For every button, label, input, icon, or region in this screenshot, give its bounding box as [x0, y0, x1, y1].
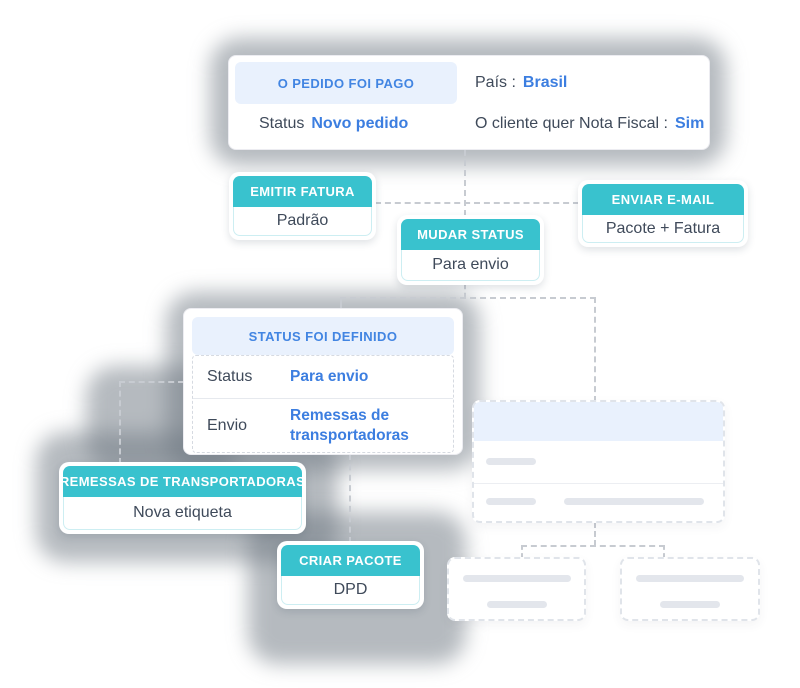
- connector-status-left: [119, 381, 184, 383]
- skeleton-line: [564, 498, 704, 505]
- action-title-emitir-fatura: EMITIR FATURA: [233, 176, 372, 207]
- action-card-mudar-status[interactable]: MUDAR STATUS Para envio: [397, 215, 544, 285]
- connector-mudar-down: [464, 284, 466, 298]
- trigger-country-cell: País : Brasil: [457, 62, 704, 104]
- action-value-enviar-email: Pacote + Fatura: [582, 215, 744, 243]
- country-value: Brasil: [522, 74, 568, 91]
- envio-row-value: Remessas de transportadoras: [290, 406, 409, 444]
- trigger-title-badge: O PEDIDO FOI PAGO: [235, 62, 457, 104]
- action-value-emitir-fatura: Padrão: [233, 207, 372, 236]
- ghost-card-main[interactable]: [472, 400, 725, 523]
- skeleton-line: [462, 575, 571, 582]
- connector-to-remessas: [119, 381, 121, 464]
- action-value-mudar-status: Para envio: [401, 250, 540, 281]
- invoice-value: Sim: [674, 115, 705, 132]
- envio-row-label: Envio: [207, 416, 248, 434]
- trigger-status-cell: Status Novo pedido: [235, 104, 457, 144]
- action-title-criar-pacote: CRIAR PACOTE: [281, 545, 420, 576]
- ghost-card-right[interactable]: [620, 557, 760, 621]
- status-label: Status: [259, 115, 305, 132]
- trigger-invoice-cell: O cliente quer Nota Fiscal : Sim: [457, 104, 704, 144]
- trigger-card-order-paid[interactable]: O PEDIDO FOI PAGO País : Brasil Status N…: [228, 55, 710, 150]
- status-card-status-defined[interactable]: STATUS FOI DEFINIDO Status Para envio En…: [183, 308, 463, 455]
- connector-status-horizontal: [340, 297, 596, 299]
- action-card-enviar-email[interactable]: ENVIAR E-MAIL Pacote + Fatura: [578, 180, 748, 247]
- action-card-emitir-fatura[interactable]: EMITIR FATURA Padrão: [229, 172, 376, 240]
- skeleton-line: [486, 498, 536, 505]
- status-row-status: Status Para envio: [193, 356, 453, 398]
- connector-actions-horizontal: [375, 202, 579, 204]
- status-card-title: STATUS FOI DEFINIDO: [192, 317, 454, 355]
- action-title-mudar-status: MUDAR STATUS: [401, 219, 540, 250]
- action-value-remessas: Nova etiqueta: [63, 497, 302, 530]
- connector-ghost-main-down: [594, 522, 596, 546]
- connector-ghost-split-horizontal: [521, 545, 665, 547]
- skeleton-line: [486, 458, 536, 465]
- skeleton-line: [660, 601, 720, 608]
- action-value-criar-pacote: DPD: [281, 576, 420, 605]
- status-row-label: Status: [207, 368, 253, 385]
- skeleton-line: [636, 575, 744, 582]
- connector-ghost-right-stub: [663, 545, 665, 558]
- connector-trigger-down: [464, 150, 466, 216]
- skeleton-line: [486, 601, 547, 608]
- connector-ghost-left-stub: [521, 545, 523, 558]
- action-title-enviar-email: ENVIAR E-MAIL: [582, 184, 744, 215]
- connector-to-ghost-main: [594, 297, 596, 402]
- ghost-card-left[interactable]: [447, 557, 586, 621]
- action-card-remessas-transportadoras[interactable]: REMESSAS DE TRANSPORTADORAS Nova etiquet…: [59, 462, 306, 534]
- connector-to-criar-pacote: [349, 454, 351, 543]
- status-value: Novo pedido: [311, 115, 409, 132]
- ghost-row-divider: [474, 483, 723, 484]
- status-row-envio: Envio Remessas de transportadoras: [193, 398, 453, 452]
- status-row-value: Para envio: [290, 368, 369, 385]
- connector-into-status-card: [340, 297, 342, 309]
- invoice-label: O cliente quer Nota Fiscal :: [475, 115, 668, 132]
- action-card-criar-pacote[interactable]: CRIAR PACOTE DPD: [277, 541, 424, 609]
- action-title-remessas: REMESSAS DE TRANSPORTADORAS: [60, 466, 305, 497]
- country-label: País :: [475, 74, 516, 91]
- ghost-card-header: [474, 402, 723, 441]
- status-card-body: Status Para envio Envio Remessas de tran…: [192, 355, 454, 453]
